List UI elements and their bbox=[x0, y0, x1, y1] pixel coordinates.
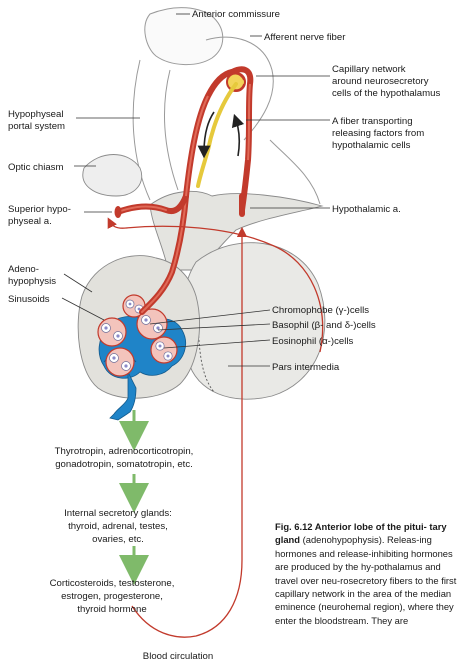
adenohypophysis-label-2: hypophysis bbox=[8, 276, 56, 287]
basophil-label: Basophil (β- and δ-)cells bbox=[272, 320, 376, 331]
eosinophil-label: Eosinophil (α-)cells bbox=[272, 336, 353, 347]
hypothalamic-artery-label: Hypothalamic a. bbox=[332, 204, 401, 215]
flow-arrow-down bbox=[197, 111, 215, 159]
capillary-network-label-1: Capillary network bbox=[332, 64, 406, 75]
brain-outline bbox=[132, 7, 321, 205]
flow-arrow-up bbox=[231, 113, 245, 157]
superior-hypophyseal-label-1: Superior hypo- bbox=[8, 204, 71, 215]
anterior-commissure-label: Anterior commissure bbox=[192, 9, 280, 20]
blood-circulation-label: Blood circulation bbox=[143, 651, 213, 662]
portal-vessels bbox=[115, 193, 189, 315]
sinusoids-label: Sinusoids bbox=[8, 294, 50, 305]
glands-text-3: ovaries, etc. bbox=[92, 534, 144, 545]
hypophyseal-portal-label-2: portal system bbox=[8, 121, 65, 132]
circulation-return-line bbox=[131, 226, 248, 638]
hormones-text-2: gonadotropin, somatotropin, etc. bbox=[55, 459, 193, 470]
figure-caption: Fig. 6.12 Anterior lobe of the pitui- ta… bbox=[275, 520, 457, 627]
capillary-network-label-2: around neurosecretory bbox=[332, 76, 429, 87]
fiber-transporting-label-1: A fiber transporting bbox=[332, 116, 413, 127]
steroids-text-3: thyroid hormone bbox=[77, 604, 146, 615]
fiber-transporting-label-3: hypothalamic cells bbox=[332, 140, 411, 151]
cell-clusters bbox=[97, 294, 178, 377]
caption-title-2: tary gland bbox=[275, 521, 447, 546]
pars-intermedia-label: Pars intermedia bbox=[272, 362, 340, 373]
fiber-transporting-label-2: releasing factors from bbox=[332, 128, 424, 139]
caption-title-1: Fig. 6.12 Anterior lobe of the pitui- bbox=[275, 521, 427, 532]
hormones-text-1: Thyrotropin, adrenocorticotropin, bbox=[55, 446, 194, 457]
glands-text-2: thyroid, adrenal, testes, bbox=[68, 521, 168, 532]
circulation-to-superior-artery bbox=[107, 217, 324, 353]
adenohypophysis-label-1: Adeno- bbox=[8, 264, 39, 275]
optic-chiasm-shape bbox=[82, 154, 143, 197]
hypophyseal-portal-label-1: Hypophyseal bbox=[8, 109, 63, 120]
optic-chiasm-label: Optic chiasm bbox=[8, 162, 63, 173]
capillary-network bbox=[183, 66, 254, 213]
leader-lines bbox=[61, 13, 330, 367]
superior-hypophyseal-label-2: physeal a. bbox=[8, 216, 52, 227]
glands-text-1: Internal secretory glands: bbox=[64, 508, 172, 519]
caption-body: (adenohypophysis). Releas-ing hormones a… bbox=[275, 534, 457, 626]
steroids-text-1: Corticosteroids, testosterone, bbox=[50, 578, 175, 589]
afferent-nerve-fiber-label: Afferent nerve fiber bbox=[264, 32, 346, 43]
capillary-network-label-3: cells of the hypothalamus bbox=[332, 88, 440, 99]
superior-hypophyseal-artery-end bbox=[114, 206, 122, 218]
chromophobe-label: Chromophobe (γ-)cells bbox=[272, 305, 369, 316]
steroids-text-2: estrogen, progesterone, bbox=[61, 591, 163, 602]
